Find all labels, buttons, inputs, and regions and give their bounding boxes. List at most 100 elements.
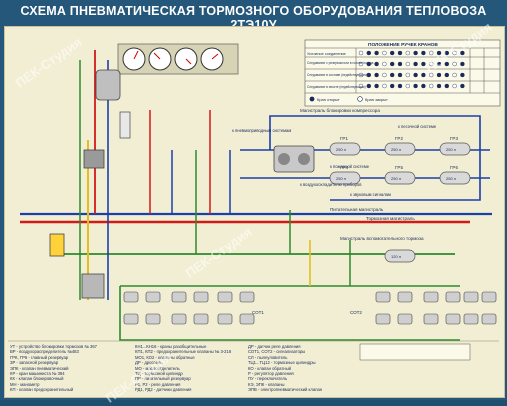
- table-row-label: Следование в составе (недействующим): [307, 73, 367, 77]
- table-title: ПОЛОЖЕНИЕ РУЧЕК КРАНОВ: [368, 42, 438, 48]
- valve-state-dot: [358, 83, 364, 89]
- legend-item: ДР - датчик реле давления: [248, 344, 301, 349]
- label-to-fire: к пожарной системе: [330, 164, 370, 169]
- label-to-sound: к звуковым сигналам: [350, 192, 391, 197]
- valve-state-dot: [452, 72, 457, 78]
- valve-state-dot: [366, 72, 371, 78]
- legend-right: ДР - датчик реле давления СОТ1, СОТ2 - с…: [248, 344, 322, 393]
- valve-state-dot: [436, 83, 442, 89]
- brake-cylinder: [397, 291, 413, 303]
- brake-cylinder: [463, 291, 479, 303]
- legend-item: ТЦ - тормозной цилиндр: [135, 371, 183, 377]
- valve-state-dot: [366, 83, 371, 89]
- valve-state-dot: [436, 61, 442, 67]
- legend-item: ПР - питательный резервуар: [135, 376, 191, 382]
- legend-item: КО - клапан обратный: [248, 365, 291, 371]
- line-label-feed: Питательная магистраль: [330, 207, 384, 212]
- valve-state-dot: [460, 61, 465, 67]
- gauge-icon: [148, 47, 172, 71]
- valve-state-dot: [436, 50, 442, 56]
- valve-state-dot: [413, 50, 418, 56]
- compressor-unit: [273, 145, 315, 173]
- label-to-sand: к песочной системе: [398, 124, 437, 129]
- gauge-icon: [122, 47, 146, 71]
- reservoir-label: ГР2: [395, 136, 403, 141]
- valve-state-dot: [374, 50, 379, 56]
- signaler-label: СОТ1: [252, 310, 264, 315]
- brake-cylinder: [217, 291, 233, 303]
- legend-item: Р - регулятор давления: [248, 371, 294, 377]
- valve-state-dot: [429, 61, 434, 67]
- valve-state-dot: [436, 72, 442, 78]
- brake-cylinder: [193, 291, 209, 303]
- valve-state-dot: [413, 61, 418, 67]
- valve-state-dot: [460, 83, 465, 89]
- valve-state-dot: [405, 50, 410, 56]
- reservoir-volume: 250 л: [446, 147, 457, 152]
- legend-item: КН1...КН16 - краны разобщительные: [135, 344, 207, 349]
- valve-state-dot: [374, 61, 379, 67]
- reservoir-volume: 250 л: [391, 176, 402, 181]
- valve-state-dot: [358, 61, 364, 67]
- brake-cylinder: [193, 313, 209, 325]
- signaler-label: СОТ2: [350, 310, 362, 315]
- valve-state-dot: [358, 72, 364, 78]
- reservoir-volume: 250 л: [336, 147, 347, 152]
- legend-item: РД1, РД2 - датчики давления: [135, 387, 192, 393]
- legend-item: УТ - устройство блокировки тормозов № 36…: [10, 344, 98, 349]
- valve-state-dot: [429, 72, 434, 78]
- table-row-label: Условное соединение: [307, 52, 346, 56]
- legend-item: КР - кран машиниста № 394: [10, 371, 65, 377]
- legend-item: ТЦ1...ТЦ12 - тормозные цилиндры: [248, 360, 316, 366]
- brake-cylinder: [423, 291, 439, 303]
- valve-state-dot: [421, 72, 426, 78]
- reservoir-label: ГР4: [340, 165, 348, 170]
- drivers-valve: [49, 69, 131, 299]
- legend-item: ЗР - запасной резервуар: [10, 360, 59, 366]
- valve-state-dot: [452, 61, 457, 67]
- valve-open-icon: [309, 96, 315, 102]
- valve-state-dot: [366, 50, 371, 56]
- brake-cylinder: [171, 291, 187, 303]
- legend-item: КК - клапан блокировочный: [10, 376, 64, 382]
- table-row-label: Следование в хвосте (недействующим): [307, 85, 366, 89]
- valve-state-dot: [397, 72, 403, 78]
- reservoir-volume: 250 л: [446, 176, 457, 181]
- valve-state-dot: [397, 61, 403, 67]
- legend-item: ГРК, ГР6 - главный резервуар: [10, 354, 69, 360]
- legend-item: КП - клапан предохранительный: [10, 387, 74, 393]
- valve-position-table: [304, 39, 501, 107]
- gauge-icon: [200, 47, 224, 71]
- reservoir-volume: 250 л: [391, 147, 402, 152]
- legend-item: МО1, КО2 - клапаны обратные: [135, 354, 195, 360]
- valve-state-dot: [460, 72, 465, 78]
- legend-item: СОТ1, СОТ2 - сигнализаторы: [248, 349, 306, 355]
- valve-state-dot: [358, 50, 364, 56]
- valve-state-dot: [421, 83, 426, 89]
- brake-cylinder: [217, 313, 233, 325]
- legend-item: МО - маслоотделитель: [135, 365, 180, 371]
- valve-state-dot: [444, 61, 449, 67]
- valve-state-dot: [405, 61, 410, 67]
- valve-state-dot: [460, 50, 465, 56]
- valve-state-dot: [374, 72, 379, 78]
- legend-item: ДР - дроссель: [135, 360, 163, 366]
- valve-state-dot: [390, 50, 395, 56]
- valve-state-dot: [397, 50, 403, 56]
- valve-state-dot: [421, 61, 426, 67]
- valve-state-dot: [374, 83, 379, 89]
- valve-state-dot: [444, 50, 449, 56]
- gauge-icon: [174, 47, 198, 71]
- brake-cylinder: [423, 313, 439, 325]
- brake-cylinder: [145, 291, 161, 303]
- label-to-pneumatic: к пневмоприводным системам: [232, 128, 291, 133]
- brake-cylinder: [171, 313, 187, 325]
- legend-item: ПУ - переключатель: [248, 376, 288, 382]
- valve-state-dot: [390, 61, 395, 67]
- valve-state-dot: [382, 72, 387, 78]
- brake-cylinder: [481, 313, 497, 325]
- valve-state-dot: [382, 50, 387, 56]
- legend-left: УТ - устройство блокировки тормозов № 36…: [10, 344, 97, 393]
- valve-state-dot: [413, 72, 418, 78]
- brake-cylinder: [375, 313, 391, 325]
